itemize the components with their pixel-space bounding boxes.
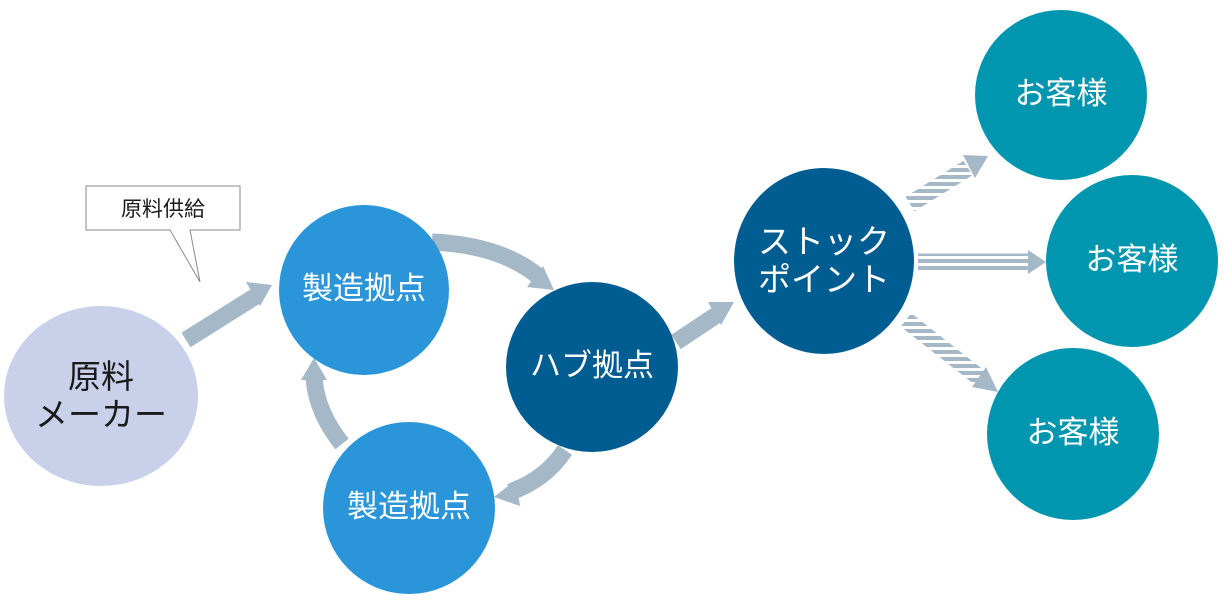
raw-supplier-label-line1: 原料 <box>68 357 134 397</box>
hub-label: ハブ拠点 <box>530 348 654 385</box>
customer-3-label: お客様 <box>1026 415 1120 452</box>
arrow-manufacturing-to-hub <box>431 233 554 290</box>
callout-bubble <box>85 185 241 283</box>
raw-supplier-label-line2: メーカー <box>35 395 167 434</box>
raw-supplier-node: 原料 メーカー <box>4 306 198 486</box>
manufacturing-node-2: 製造拠点 <box>323 422 495 594</box>
arrow-raw-to-manufacturing <box>181 282 272 348</box>
hub-node: ハブ拠点 <box>506 282 678 452</box>
dotted-arrow-stock-to-customer-2 <box>918 250 1046 274</box>
dotted-arrow-stock-to-customer-3 <box>900 313 998 392</box>
arrow-hub-to-manufacturing-2 <box>494 445 573 506</box>
stock-point-label-line2: ポイント <box>758 260 890 299</box>
stock-point-node: ストック ポイント <box>734 168 914 354</box>
stock-point-label-line1: ストック <box>758 222 890 262</box>
customer-2-label: お客様 <box>1085 242 1179 279</box>
manufacturing-2-label: 製造拠点 <box>347 489 471 526</box>
customer-node-1: お客様 <box>975 10 1147 180</box>
arrow-hub-to-stock <box>671 302 734 350</box>
customer-1-label: お客様 <box>1014 76 1108 113</box>
dotted-arrow-stock-to-customer-1 <box>905 155 988 212</box>
arrow-manufacturing-2-to-manufacturing <box>301 358 349 450</box>
customer-node-2: お客様 <box>1046 175 1218 347</box>
manufacturing-1-label: 製造拠点 <box>302 271 426 308</box>
callout-label: 原料供給 <box>121 197 205 221</box>
customer-node-3: お客様 <box>987 348 1159 520</box>
manufacturing-node-1: 製造拠点 <box>279 205 449 375</box>
